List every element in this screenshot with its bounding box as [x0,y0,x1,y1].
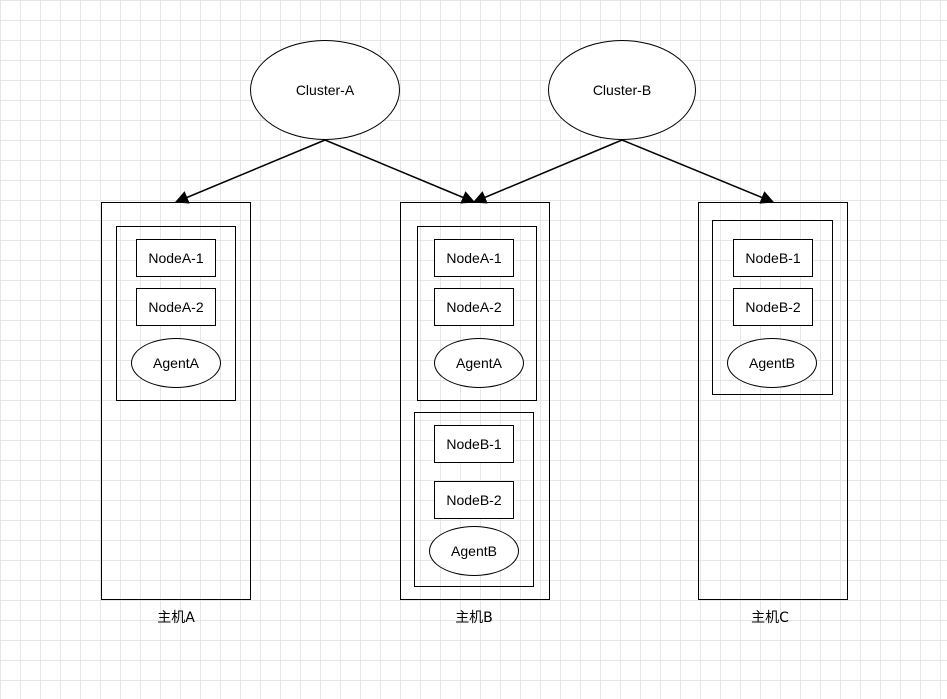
host-a-node-a1[interactable]: NodeA-1 [136,239,216,277]
cluster-b-label: Cluster-B [592,82,652,98]
host-c-label: 主机C [751,610,789,626]
node-label: NodeB-2 [745,299,801,315]
node-label: NodeA-1 [446,250,502,266]
host-b-agent-a[interactable]: AgentA [434,338,524,388]
edge-cluster-b-host-b [472,139,623,204]
edge-cluster-b-host-c [621,139,775,204]
host-b-group-b[interactable] [414,412,534,587]
node-label: NodeA-2 [446,299,502,315]
host-c-agent-b[interactable]: AgentB [727,338,817,388]
node-label: NodeA-1 [148,250,204,266]
cluster-a-ellipse[interactable]: Cluster-A [250,40,400,140]
cluster-b-ellipse[interactable]: Cluster-B [548,40,696,140]
host-b-group-a[interactable] [417,226,537,401]
edge-cluster-a-host-b [324,139,476,204]
host-b-node-a1[interactable]: NodeA-1 [434,239,514,277]
host-b-label: 主机B [455,610,493,626]
host-a-node-a2[interactable]: NodeA-2 [136,288,216,326]
node-label: NodeB-1 [745,250,801,266]
node-label: NodeB-1 [446,436,502,452]
node-label: NodeB-2 [446,492,502,508]
agent-label: AgentA [456,355,502,371]
edge-cluster-a-host-a [174,139,326,204]
agent-label: AgentA [153,355,199,371]
host-b-node-b1[interactable]: NodeB-1 [434,425,514,463]
agent-label: AgentB [749,355,795,371]
host-b-node-b2[interactable]: NodeB-2 [434,481,514,519]
host-a-group-a[interactable] [116,226,236,401]
agent-label: AgentB [451,543,497,559]
host-b-node-a2[interactable]: NodeA-2 [434,288,514,326]
host-b-agent-b[interactable]: AgentB [429,526,519,576]
cluster-a-label: Cluster-A [295,82,355,98]
node-label: NodeA-2 [148,299,204,315]
host-c-group-b[interactable] [712,220,833,395]
host-a-box[interactable] [101,202,251,600]
host-c-node-b2[interactable]: NodeB-2 [733,288,813,326]
host-a-agent-a[interactable]: AgentA [131,338,221,388]
host-b-box[interactable] [400,202,550,600]
host-c-node-b1[interactable]: NodeB-1 [733,239,813,277]
host-a-label: 主机A [157,610,195,626]
host-c-box[interactable] [698,202,848,600]
